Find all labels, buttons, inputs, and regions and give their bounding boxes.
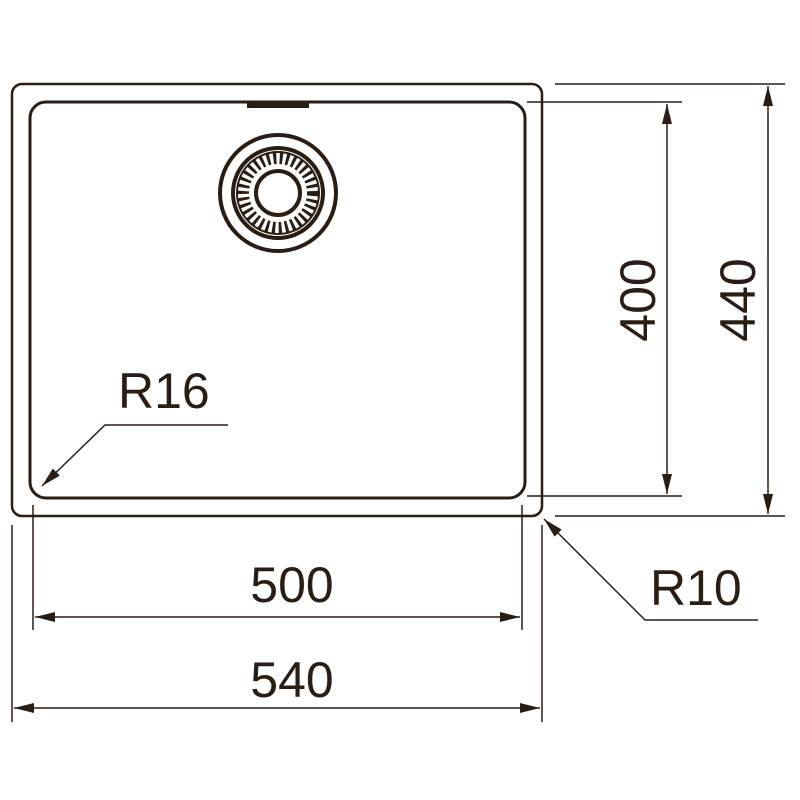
depth-outer-dimension: 440 — [555, 83, 785, 517]
outer-radius-callout: R10 — [543, 518, 758, 621]
width-outer-label: 540 — [250, 652, 333, 708]
depth-outer-label: 440 — [710, 258, 766, 341]
depth-inner-label: 400 — [610, 258, 666, 341]
sink-bowl-outline — [28, 100, 527, 500]
depth-inner-dimension: 400 — [527, 101, 682, 497]
inner-radius-label: R16 — [118, 363, 210, 419]
inner-radius-callout: R16 — [41, 363, 228, 487]
width-outer-dimension: 540 — [11, 525, 543, 722]
width-inner-dimension: 500 — [32, 505, 523, 630]
width-inner-label: 500 — [250, 557, 333, 613]
drain-icon — [218, 133, 338, 253]
outer-radius-label: R10 — [650, 560, 742, 616]
overflow-slot — [247, 103, 309, 108]
sink-outer-outline — [10, 82, 544, 518]
